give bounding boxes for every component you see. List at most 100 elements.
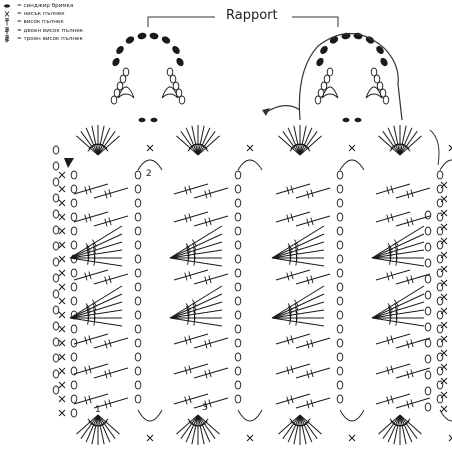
stitch-bar <box>108 399 112 408</box>
stitch-bar <box>386 186 390 195</box>
leaf-petal <box>321 86 339 99</box>
stitch-bar <box>286 366 290 375</box>
stitch-bar <box>184 366 188 375</box>
treble-stitch <box>197 131 216 156</box>
chain-stitch <box>336 296 344 306</box>
picot-dot <box>380 57 388 67</box>
stitch-bar <box>87 256 90 265</box>
treble-stitch <box>76 414 99 435</box>
single-crochet <box>58 199 66 207</box>
picot-dot <box>316 57 324 67</box>
chain-stitch <box>370 67 378 77</box>
stitch-bar <box>208 217 212 226</box>
stitch-bar <box>290 213 294 222</box>
stitch-bar <box>294 246 299 255</box>
treble-stitch <box>275 333 311 345</box>
stitch-bar <box>406 370 410 379</box>
chain-stitch <box>424 274 432 284</box>
chain-stitch <box>436 352 444 362</box>
single-crochet <box>440 391 448 399</box>
treble-stitch <box>299 131 318 156</box>
stitch-bar <box>208 275 212 284</box>
picot-dot <box>112 57 120 67</box>
chain-stitch <box>376 81 384 91</box>
chain-stitch <box>436 212 444 222</box>
stitch-bar <box>306 218 310 227</box>
stitch-bar <box>204 190 208 199</box>
treble-stitch <box>271 309 325 319</box>
treble-stitch <box>91 125 99 156</box>
stitch-bar <box>410 275 414 284</box>
stitch-bar <box>108 339 112 348</box>
stitch-bar <box>108 369 112 378</box>
treble-stitch <box>299 135 322 156</box>
treble-stitch <box>371 233 425 259</box>
chain-stitch <box>234 212 242 222</box>
chain-stitch <box>52 321 60 331</box>
single-crochet <box>440 181 448 189</box>
treble-stitch <box>73 333 109 345</box>
stitch-bar <box>88 395 92 404</box>
treble-stitch <box>97 414 105 445</box>
treble-stitch <box>271 233 325 259</box>
treble-stitch <box>371 285 425 319</box>
single-crochet <box>58 213 66 221</box>
stitch-bar <box>290 335 294 344</box>
treble-stitch <box>293 414 301 445</box>
treble-stitch <box>375 393 411 405</box>
stitch-bar <box>204 340 208 349</box>
leaf-petal <box>117 86 135 99</box>
left-edge-stitches <box>52 145 78 418</box>
chain-stitch <box>52 305 60 315</box>
chain-stitch <box>70 338 78 348</box>
treble-stitch <box>97 135 120 156</box>
chain-stitch <box>424 338 432 348</box>
chain-stitch <box>52 209 60 219</box>
single-crochet <box>58 395 66 403</box>
single-crochet <box>440 349 448 357</box>
treble-stitch <box>371 309 425 319</box>
stitch-bar <box>286 272 290 281</box>
treble-stitch <box>73 269 109 281</box>
stitch-bar <box>395 317 398 326</box>
chain-stitch <box>134 352 142 362</box>
treble-stitch <box>97 127 111 156</box>
stitch-bar <box>306 370 310 379</box>
treble-stitch <box>93 367 129 379</box>
legend-label: = висок пълнек <box>17 19 64 26</box>
treble-stitch <box>169 309 223 319</box>
treble-stitch <box>69 285 123 319</box>
stitch-bar <box>390 335 394 344</box>
triple-treble-icon <box>4 35 10 43</box>
chain-stitch <box>70 254 78 264</box>
treble-stitch <box>193 273 229 285</box>
treble-stitch <box>295 337 331 349</box>
stitch-bar <box>188 185 192 194</box>
chain-stitch <box>336 198 344 208</box>
double-treble-icon <box>4 27 10 35</box>
chain-stitch <box>336 338 344 348</box>
single-crochet <box>58 283 66 291</box>
treble-stitch <box>399 414 422 435</box>
stitch-bar <box>393 239 399 247</box>
slip-stitch <box>342 117 350 123</box>
treble-stitch <box>393 125 401 156</box>
treble-stitch <box>193 187 229 199</box>
treble-stitch <box>69 233 123 259</box>
stitch-bar <box>92 246 97 255</box>
legend-item: = двоен висок пълнек <box>2 27 83 35</box>
stitch-bar <box>208 399 212 408</box>
treble-stitch <box>76 135 99 156</box>
leaf-petal <box>161 86 179 99</box>
stitch-bar <box>290 271 294 280</box>
stitch-bar <box>394 302 399 311</box>
chain-stitch <box>234 226 242 236</box>
picot-dot <box>172 45 180 55</box>
treble-stitch <box>295 367 331 379</box>
treble-stitch <box>173 333 209 345</box>
picot-dot <box>365 36 375 44</box>
treble-stitch <box>299 414 322 435</box>
treble-stitch <box>382 414 401 439</box>
treble-stitch <box>193 397 229 409</box>
stitch-bar <box>187 316 190 325</box>
